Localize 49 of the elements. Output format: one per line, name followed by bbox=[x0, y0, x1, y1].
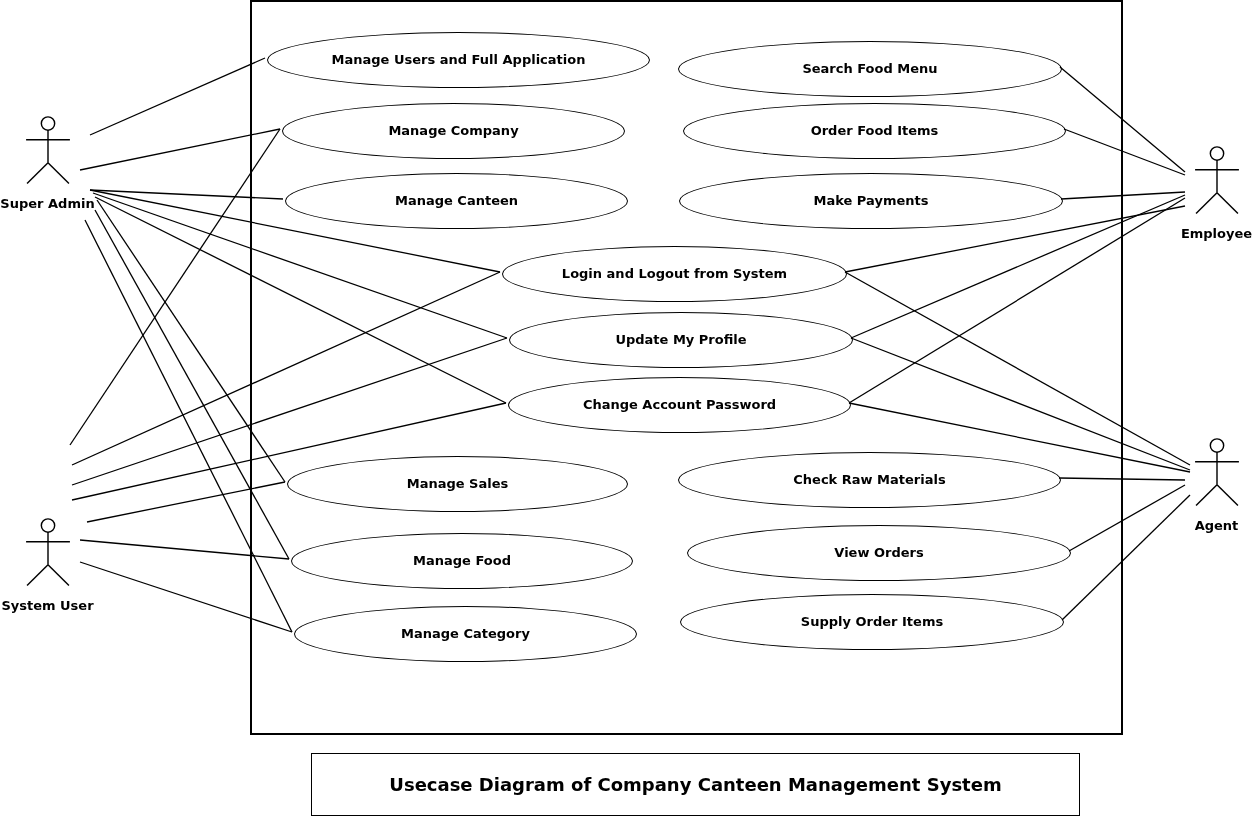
association-line bbox=[1059, 66, 1186, 173]
use-case-ellipse: Manage Category bbox=[294, 606, 637, 662]
association-line bbox=[96, 199, 286, 483]
use-case-ellipse: Update My Profile bbox=[509, 312, 853, 368]
diagram-title: Usecase Diagram of Company Canteen Management System bbox=[311, 753, 1080, 816]
use-case-ellipse: Manage Food bbox=[291, 533, 633, 589]
association-line bbox=[89, 57, 266, 136]
use-case-ellipse: Manage Sales bbox=[287, 456, 628, 512]
association-line bbox=[848, 402, 1191, 473]
association-line bbox=[69, 128, 281, 446]
use-case-ellipse: Order Food Items bbox=[683, 103, 1066, 159]
association-line bbox=[86, 481, 286, 523]
use-case-ellipse: Make Payments bbox=[679, 173, 1063, 229]
association-line bbox=[84, 219, 293, 633]
association-line bbox=[71, 337, 508, 486]
use-case-ellipse: Login and Logout from System bbox=[502, 246, 847, 302]
system-boundary bbox=[250, 0, 1123, 735]
use-case-ellipse: Search Food Menu bbox=[678, 41, 1062, 97]
association-line bbox=[79, 561, 293, 633]
association-line bbox=[1068, 484, 1186, 552]
association-line bbox=[94, 196, 507, 404]
association-line bbox=[844, 271, 1191, 466]
association-line bbox=[850, 337, 1191, 471]
use-case-ellipse: Supply Order Items bbox=[680, 594, 1064, 650]
association-line bbox=[89, 189, 501, 273]
use-case-ellipse: Check Raw Materials bbox=[678, 452, 1061, 508]
association-line bbox=[89, 189, 284, 200]
association-line bbox=[71, 402, 507, 501]
use-case-ellipse: Manage Canteen bbox=[285, 173, 628, 229]
association-line bbox=[1060, 191, 1186, 200]
association-line bbox=[92, 192, 508, 339]
actor-label: Employee bbox=[1180, 224, 1253, 243]
association-line bbox=[1058, 477, 1186, 481]
actor-label: Super Admin bbox=[0, 194, 95, 213]
association-line bbox=[79, 539, 290, 560]
association-line bbox=[79, 128, 281, 171]
association-line bbox=[1063, 128, 1186, 176]
association-line bbox=[94, 209, 290, 560]
use-case-ellipse: View Orders bbox=[687, 525, 1071, 581]
actor-label: System User bbox=[1, 596, 94, 615]
use-case-ellipse: Manage Users and Full Application bbox=[267, 32, 650, 88]
association-line bbox=[71, 271, 501, 466]
association-line bbox=[1061, 494, 1191, 621]
use-case-ellipse: Manage Company bbox=[282, 103, 625, 159]
association-line bbox=[844, 205, 1186, 273]
association-line bbox=[850, 194, 1186, 339]
association-line bbox=[848, 197, 1186, 404]
use-case-ellipse: Change Account Password bbox=[508, 377, 851, 433]
actor-label: Agent bbox=[1194, 516, 1239, 535]
